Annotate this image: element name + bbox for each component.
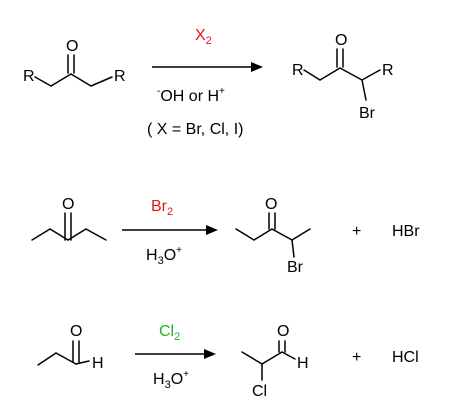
bond <box>85 228 107 241</box>
cond-plus: + <box>183 369 189 380</box>
r-label-right: R <box>114 68 126 85</box>
arrow-head <box>206 225 218 235</box>
cond-h: H <box>153 371 165 388</box>
bromine-label: Br <box>359 105 376 122</box>
conditions-hydronium: H3O+ <box>153 369 189 391</box>
bond <box>339 67 363 81</box>
bond <box>235 228 255 241</box>
product-alpha-haloketone: R R O Br <box>292 32 394 122</box>
conditions-main: OH or H <box>160 88 219 105</box>
cond-o: O <box>171 371 183 388</box>
oxygen-label: O <box>70 323 82 340</box>
bond <box>90 76 113 87</box>
reagent-base: Cl <box>159 323 174 340</box>
reagent-subscript: 2 <box>167 206 173 218</box>
cond-plus: + <box>176 245 182 256</box>
reagent-br2: Br2 <box>151 198 173 218</box>
general-reaction: R R O X2 -OH or H+ ( X = Br, Cl, I) R <box>23 27 394 138</box>
reactant-general-ketone: R R O <box>23 38 126 87</box>
product-2-bromo-3-pentanone: O Br <box>235 196 311 276</box>
halogen-note: ( X = Br, Cl, I) <box>147 121 243 138</box>
reactant-propanal: O H <box>37 323 104 372</box>
byproduct-hbr: HBr <box>392 223 420 240</box>
r-label-left: R <box>292 62 304 79</box>
conditions-base-or-acid: -OH or H+ <box>157 86 225 105</box>
bond <box>361 69 381 81</box>
reagent-base: X <box>195 27 206 44</box>
bond <box>303 69 321 81</box>
reaction-arrow-1 <box>152 62 263 72</box>
oxygen-label: O <box>66 38 78 55</box>
reagent-subscript: 2 <box>206 35 212 47</box>
aldehyde-h-label: H <box>92 355 104 372</box>
reagent-base: Br <box>151 198 168 215</box>
cond-o: O <box>164 247 176 264</box>
bond <box>37 352 57 366</box>
reagent-subscript: 2 <box>174 331 180 343</box>
bond <box>241 351 263 365</box>
bond <box>261 351 283 365</box>
plus-sign: + <box>352 223 361 240</box>
bond <box>253 228 273 241</box>
bond <box>291 228 311 241</box>
reactant-3-pentanone: O <box>31 196 107 241</box>
bond <box>361 79 367 101</box>
bond <box>70 73 92 87</box>
product-2-chloropropanal: O H Cl <box>241 323 309 400</box>
reagent-x2: X2 <box>195 27 212 47</box>
cond-subscript: 3 <box>165 379 171 391</box>
arrow-head <box>251 62 263 72</box>
byproduct-hcl: HCl <box>392 349 419 366</box>
aldehyde-h-label: H <box>297 355 309 372</box>
bond <box>34 76 52 87</box>
oxygen-label: O <box>277 323 289 340</box>
cond-h: H <box>146 247 158 264</box>
conditions-hydronium: H3O+ <box>146 245 182 267</box>
bromination-reaction: O Br2 H3O+ O Br + <box>31 196 420 276</box>
bond <box>281 351 296 360</box>
bond <box>291 239 295 258</box>
bond <box>50 73 72 87</box>
reagent-cl2: Cl2 <box>159 323 180 343</box>
oxygen-label: O <box>335 32 347 49</box>
reaction-arrow-2 <box>122 225 218 235</box>
minus-superscript: - <box>157 86 160 97</box>
cond-subscript: 3 <box>158 255 164 267</box>
bond <box>31 228 51 241</box>
plus-superscript: + <box>219 86 225 97</box>
bond <box>271 228 293 241</box>
bond <box>319 67 341 81</box>
arrow-head <box>204 349 216 359</box>
chlorine-label: Cl <box>252 383 267 400</box>
bromine-label: Br <box>287 259 304 276</box>
plus-sign: + <box>352 349 361 366</box>
oxygen-label: O <box>265 196 277 213</box>
reaction-arrow-3 <box>135 349 216 359</box>
r-label-right: R <box>382 62 394 79</box>
bond <box>75 360 90 365</box>
r-label-left: R <box>23 68 35 85</box>
chlorination-reaction: O H Cl2 H3O+ O H Cl <box>37 323 419 400</box>
oxygen-label: O <box>62 196 74 213</box>
